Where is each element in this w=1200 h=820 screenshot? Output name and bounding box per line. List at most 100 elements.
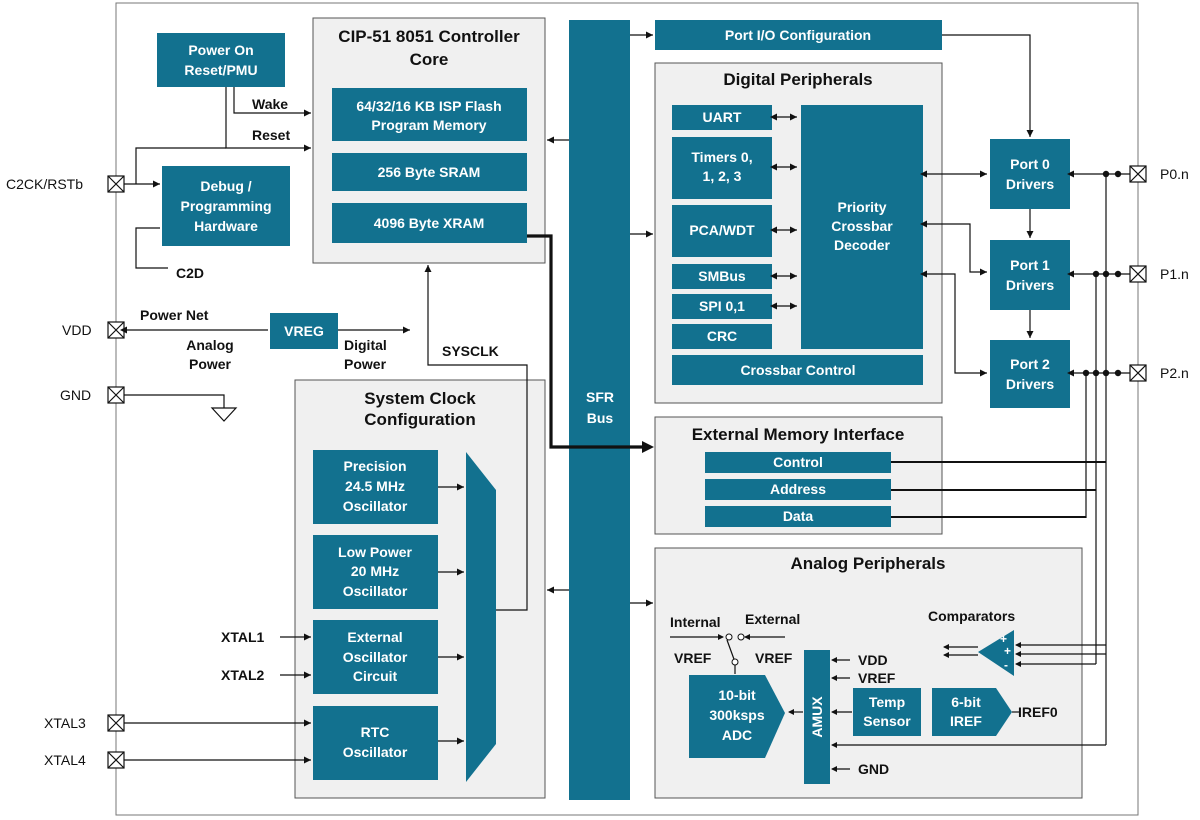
amux-gnd: GND xyxy=(858,761,889,777)
svg-text:Data: Data xyxy=(783,508,814,524)
lp-label-2: 20 MHz xyxy=(351,563,399,579)
pca-wdt-block xyxy=(672,205,772,257)
prec-label-2: 24.5 MHz xyxy=(345,478,405,494)
svg-text:Control: Control xyxy=(773,454,823,470)
ext-label-1: External xyxy=(347,629,402,645)
gnd-label: GND xyxy=(60,387,91,403)
adc-block xyxy=(689,675,785,758)
svg-text:Decoder: Decoder xyxy=(834,237,891,253)
digital-power-1: Digital xyxy=(344,337,387,353)
vreg-block xyxy=(270,313,338,349)
sfr-bus xyxy=(569,20,630,800)
amux-vref: VREF xyxy=(858,670,896,686)
vreg-label: VREG xyxy=(284,323,324,339)
analog-power-2: Power xyxy=(189,356,232,372)
port-io-config-block xyxy=(655,20,942,50)
svg-text:Address: Address xyxy=(770,481,826,497)
c2d-line xyxy=(135,227,168,269)
port0-drivers-block xyxy=(990,139,1070,209)
svg-text:10-bit: 10-bit xyxy=(718,687,756,703)
analog-power-1: Analog xyxy=(186,337,233,353)
sram-label: 256 Byte SRAM xyxy=(378,164,481,180)
svg-text:UART: UART xyxy=(703,109,742,125)
svg-text:Port 1: Port 1 xyxy=(1010,257,1050,273)
debug-block xyxy=(162,166,290,246)
svg-text:Drivers: Drivers xyxy=(1006,277,1054,293)
rtc-label-2: Oscillator xyxy=(343,744,408,760)
svg-text:1, 2, 3: 1, 2, 3 xyxy=(703,168,742,184)
svg-text:ADC: ADC xyxy=(722,727,752,743)
flash-block xyxy=(332,88,527,141)
emif-data-block xyxy=(705,506,891,527)
lp-label-3: Oscillator xyxy=(343,583,408,599)
spi-block xyxy=(672,294,772,319)
lowpower-osc-block xyxy=(313,535,438,609)
comparators-label: Comparators xyxy=(928,608,1015,624)
emif-control-block xyxy=(705,452,891,473)
digital-power-2: Power xyxy=(344,356,387,372)
xtal4-label: XTAL4 xyxy=(44,752,86,768)
crossbar-control-block xyxy=(672,355,923,385)
svg-text:-: - xyxy=(1004,658,1008,672)
sfr-label-1: SFR xyxy=(586,389,614,405)
digital-title: Digital Peripherals xyxy=(723,70,872,89)
c2d-label: C2D xyxy=(176,265,204,281)
debug-label-1: Debug / xyxy=(200,178,251,194)
external-label: External xyxy=(745,611,800,627)
power-net-label: Power Net xyxy=(140,307,209,323)
svg-text:+: + xyxy=(1000,632,1007,646)
prec-label-3: Oscillator xyxy=(343,498,408,514)
wake-label: Wake xyxy=(252,96,288,112)
svg-text:300ksps: 300ksps xyxy=(709,707,764,723)
xram-block xyxy=(332,203,527,243)
flash-label-2: Program Memory xyxy=(371,117,486,133)
analog-title: Analog Peripherals xyxy=(791,554,946,573)
reset-label: Reset xyxy=(252,127,290,143)
iref-block xyxy=(932,688,1012,736)
svg-text:CRC: CRC xyxy=(707,328,737,344)
gnd-line xyxy=(124,394,225,408)
temp-sensor-block xyxy=(853,688,921,736)
clock-title-1: System Clock xyxy=(364,389,476,408)
sfr-label-2: Bus xyxy=(587,410,614,426)
vref-switch xyxy=(726,639,736,663)
timers-block xyxy=(672,137,772,199)
svg-text:Crossbar: Crossbar xyxy=(831,218,893,234)
emif-title: External Memory Interface xyxy=(692,425,905,444)
core-title-2: Core xyxy=(410,50,449,69)
por-label-2: Reset/PMU xyxy=(184,62,257,78)
svg-text:Priority: Priority xyxy=(837,199,886,215)
svg-text:Drivers: Drivers xyxy=(1006,176,1054,192)
internal-label: Internal xyxy=(670,614,721,630)
xram-label: 4096 Byte XRAM xyxy=(374,215,485,231)
smbus-block xyxy=(672,264,772,289)
uart-block xyxy=(672,105,772,130)
flash-label-1: 64/32/16 KB ISP Flash xyxy=(356,98,501,114)
rtc-label-1: RTC xyxy=(361,724,390,740)
svg-text:Timers 0,: Timers 0, xyxy=(691,149,752,165)
amux-label: AMUX xyxy=(809,696,825,738)
vref-int-label: VREF xyxy=(674,650,712,666)
p2-label: P2.n xyxy=(1160,365,1189,381)
sram-block xyxy=(332,153,527,191)
svg-text:SMBus: SMBus xyxy=(698,268,746,284)
amux-vdd: VDD xyxy=(858,652,888,668)
svg-text:Port 2: Port 2 xyxy=(1010,356,1050,372)
xtal2-label: XTAL2 xyxy=(221,667,265,683)
p0-label: P0.n xyxy=(1160,166,1189,182)
xtal1-label: XTAL1 xyxy=(221,629,265,645)
svg-text:Sensor: Sensor xyxy=(863,713,911,729)
vdd-label: VDD xyxy=(62,322,92,338)
debug-label-3: Hardware xyxy=(194,218,258,234)
port1-drivers-block xyxy=(990,240,1070,310)
xram-emif-bus xyxy=(527,234,642,449)
por-label-1: Power On xyxy=(188,42,253,58)
vref-ext-label: VREF xyxy=(755,650,793,666)
port-io-label: Port I/O Configuration xyxy=(725,27,871,43)
ext-osc-block xyxy=(313,620,438,694)
svg-text:Drivers: Drivers xyxy=(1006,376,1054,392)
ext-label-3: Circuit xyxy=(353,668,398,684)
wake-line xyxy=(233,87,311,117)
rtc-osc-block xyxy=(313,706,438,780)
